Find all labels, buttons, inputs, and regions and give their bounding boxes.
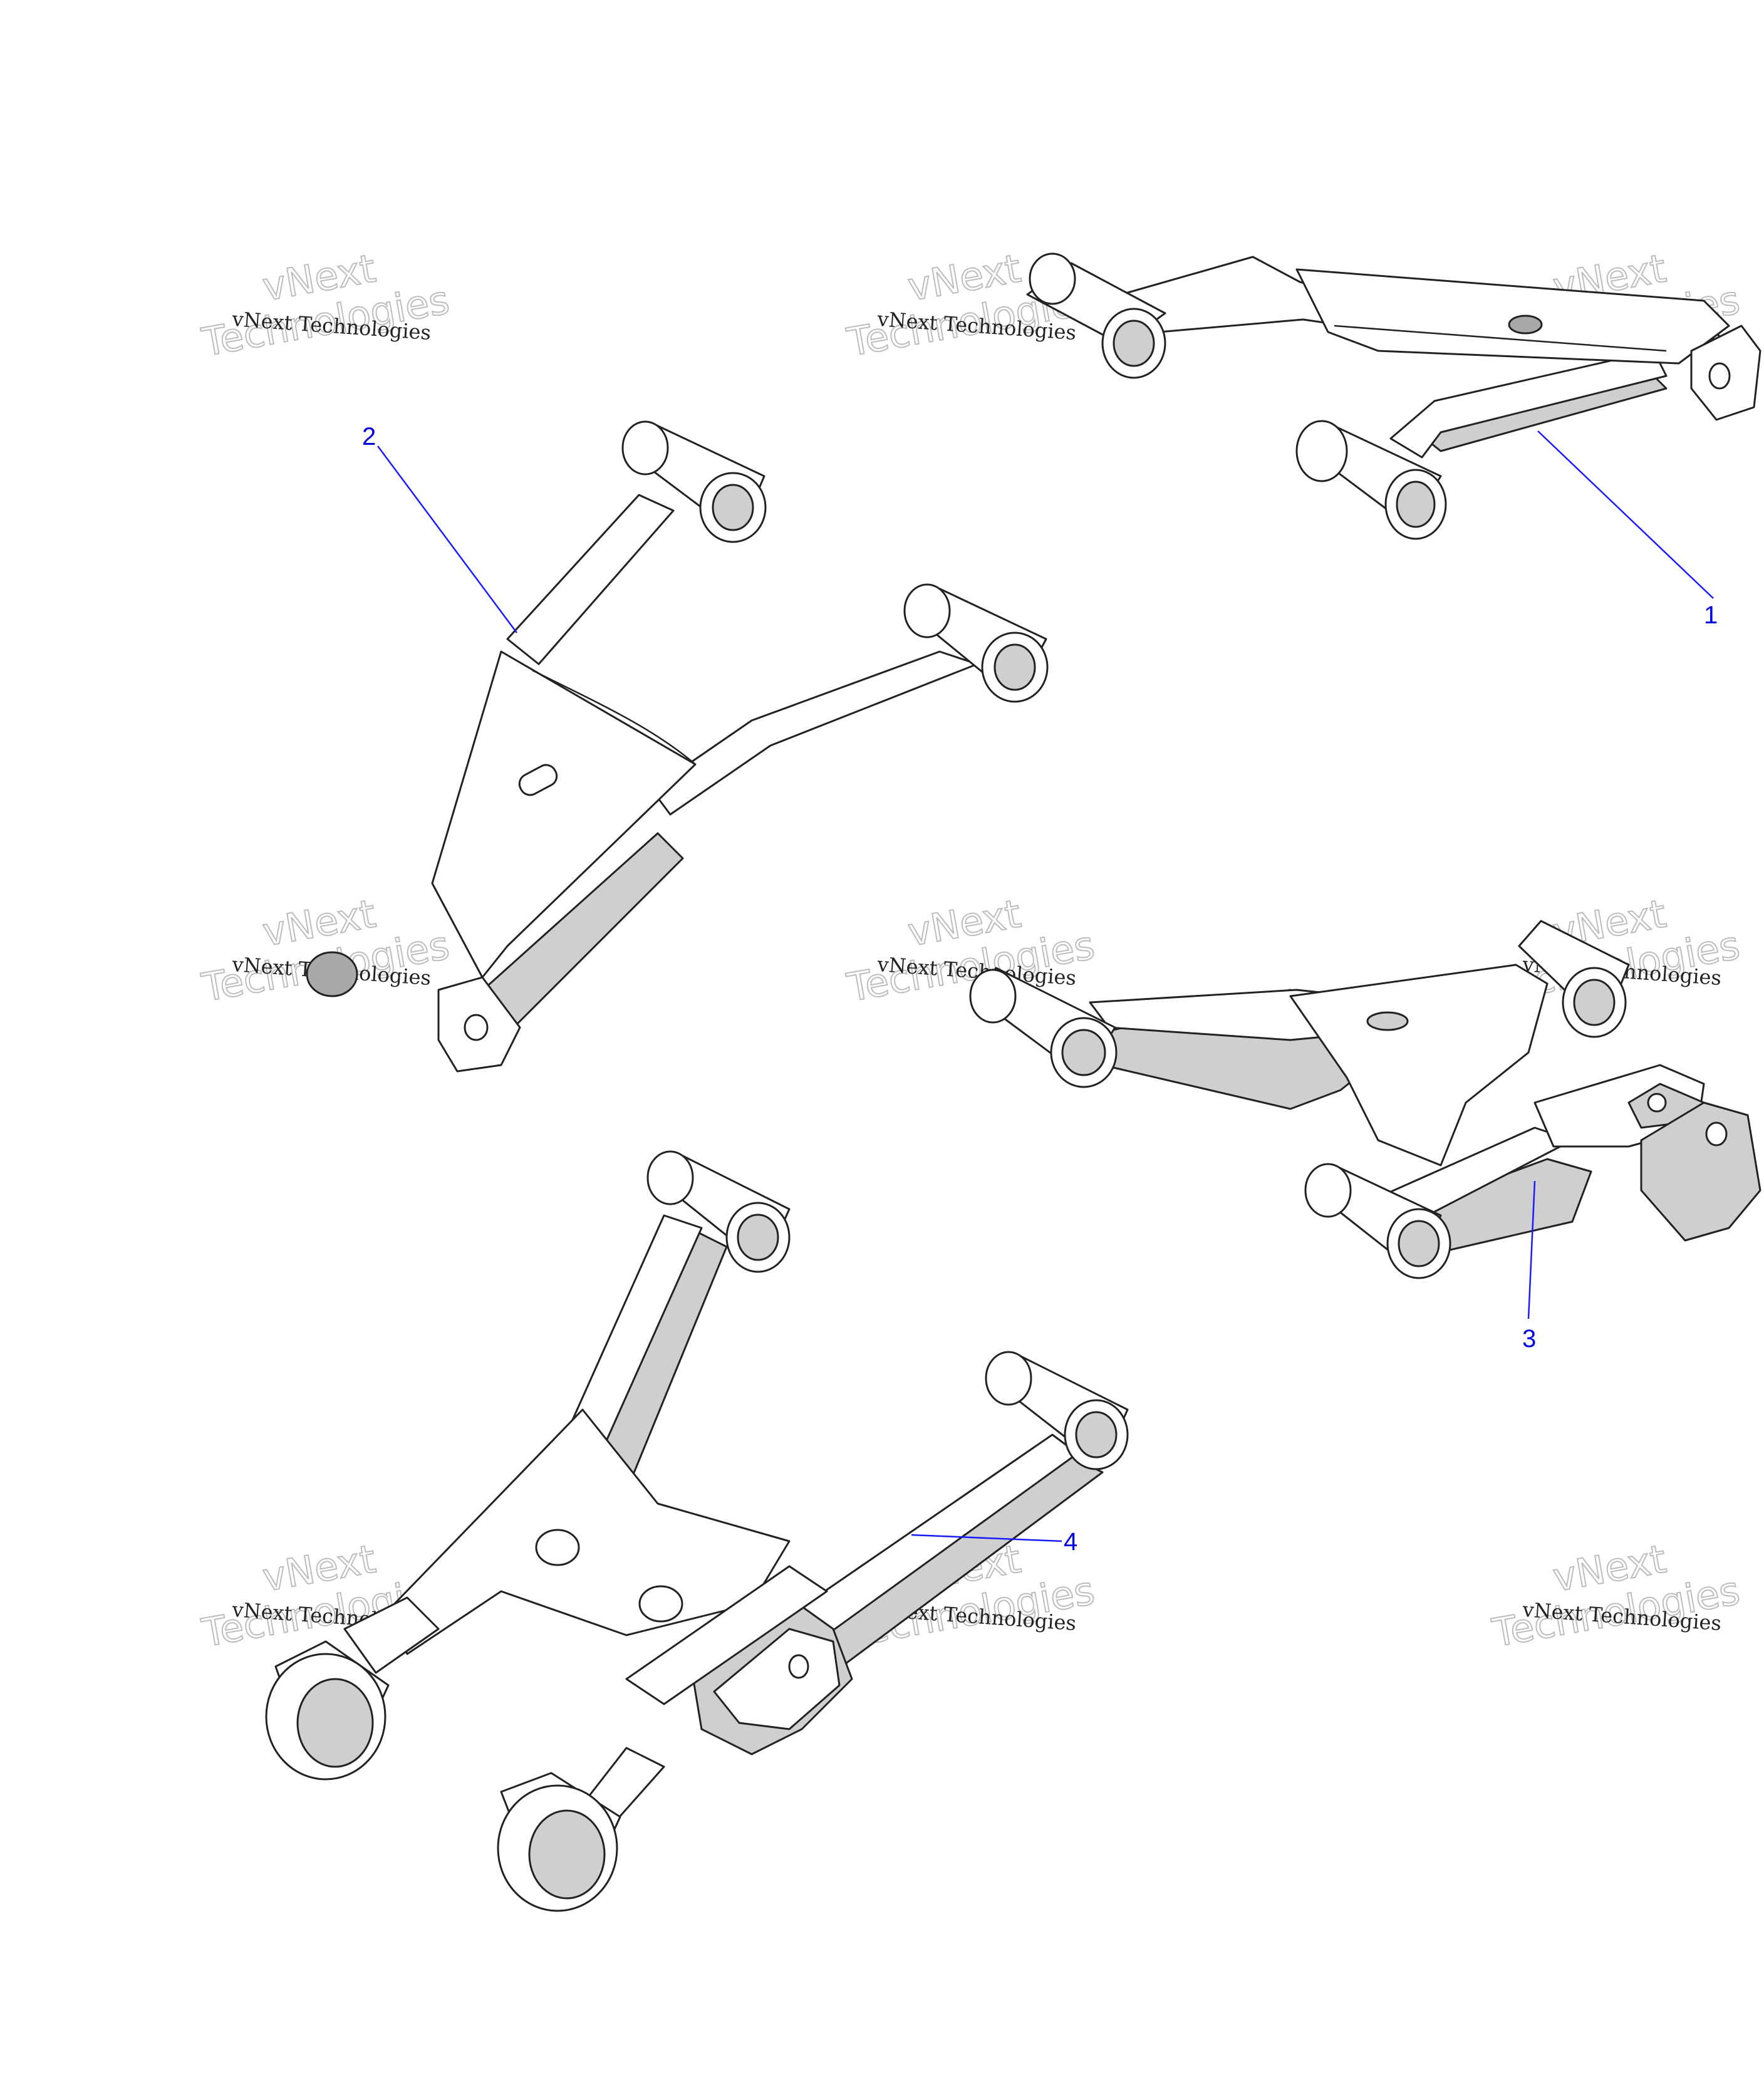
watermark: vNext Technologies vNext Technologies — [198, 244, 454, 366]
callout-label: 2 — [362, 423, 376, 450]
bushing — [1295, 420, 1447, 540]
control-arm-part-2 — [306, 420, 1049, 1073]
bushing — [646, 1150, 791, 1273]
bushing — [969, 967, 1118, 1088]
callout-label: 4 — [1064, 1528, 1077, 1556]
control-arm-part-3 — [969, 920, 1761, 1279]
bushing — [1026, 252, 1166, 379]
bushing — [621, 420, 767, 543]
callout-4[interactable]: 4 — [911, 1528, 1077, 1556]
callout-2[interactable]: 2 — [362, 423, 518, 633]
leader-line — [376, 445, 518, 633]
callout-1[interactable]: 1 — [1537, 430, 1718, 629]
watermark: vNext Technologies vNext Technologies — [1488, 1535, 1744, 1656]
leader-line — [1537, 430, 1714, 599]
callout-label: 3 — [1522, 1325, 1536, 1353]
bushing — [903, 583, 1049, 703]
callout-3[interactable]: 3 — [1522, 1180, 1536, 1353]
control-arm-part-4 — [265, 1150, 1129, 1912]
bushing — [1518, 920, 1630, 1038]
leader-line — [1527, 1180, 1536, 1319]
bushing — [1304, 1163, 1451, 1279]
bushing — [265, 1640, 390, 1781]
bushing — [497, 1772, 621, 1912]
callout-label: 1 — [1704, 601, 1718, 629]
bushing — [985, 1351, 1129, 1470]
control-arm-part-1 — [1026, 252, 1761, 540]
watermark-grid: vNext Technologies vNext Technologies vN… — [198, 244, 1744, 1656]
leader-line — [911, 1534, 1062, 1542]
